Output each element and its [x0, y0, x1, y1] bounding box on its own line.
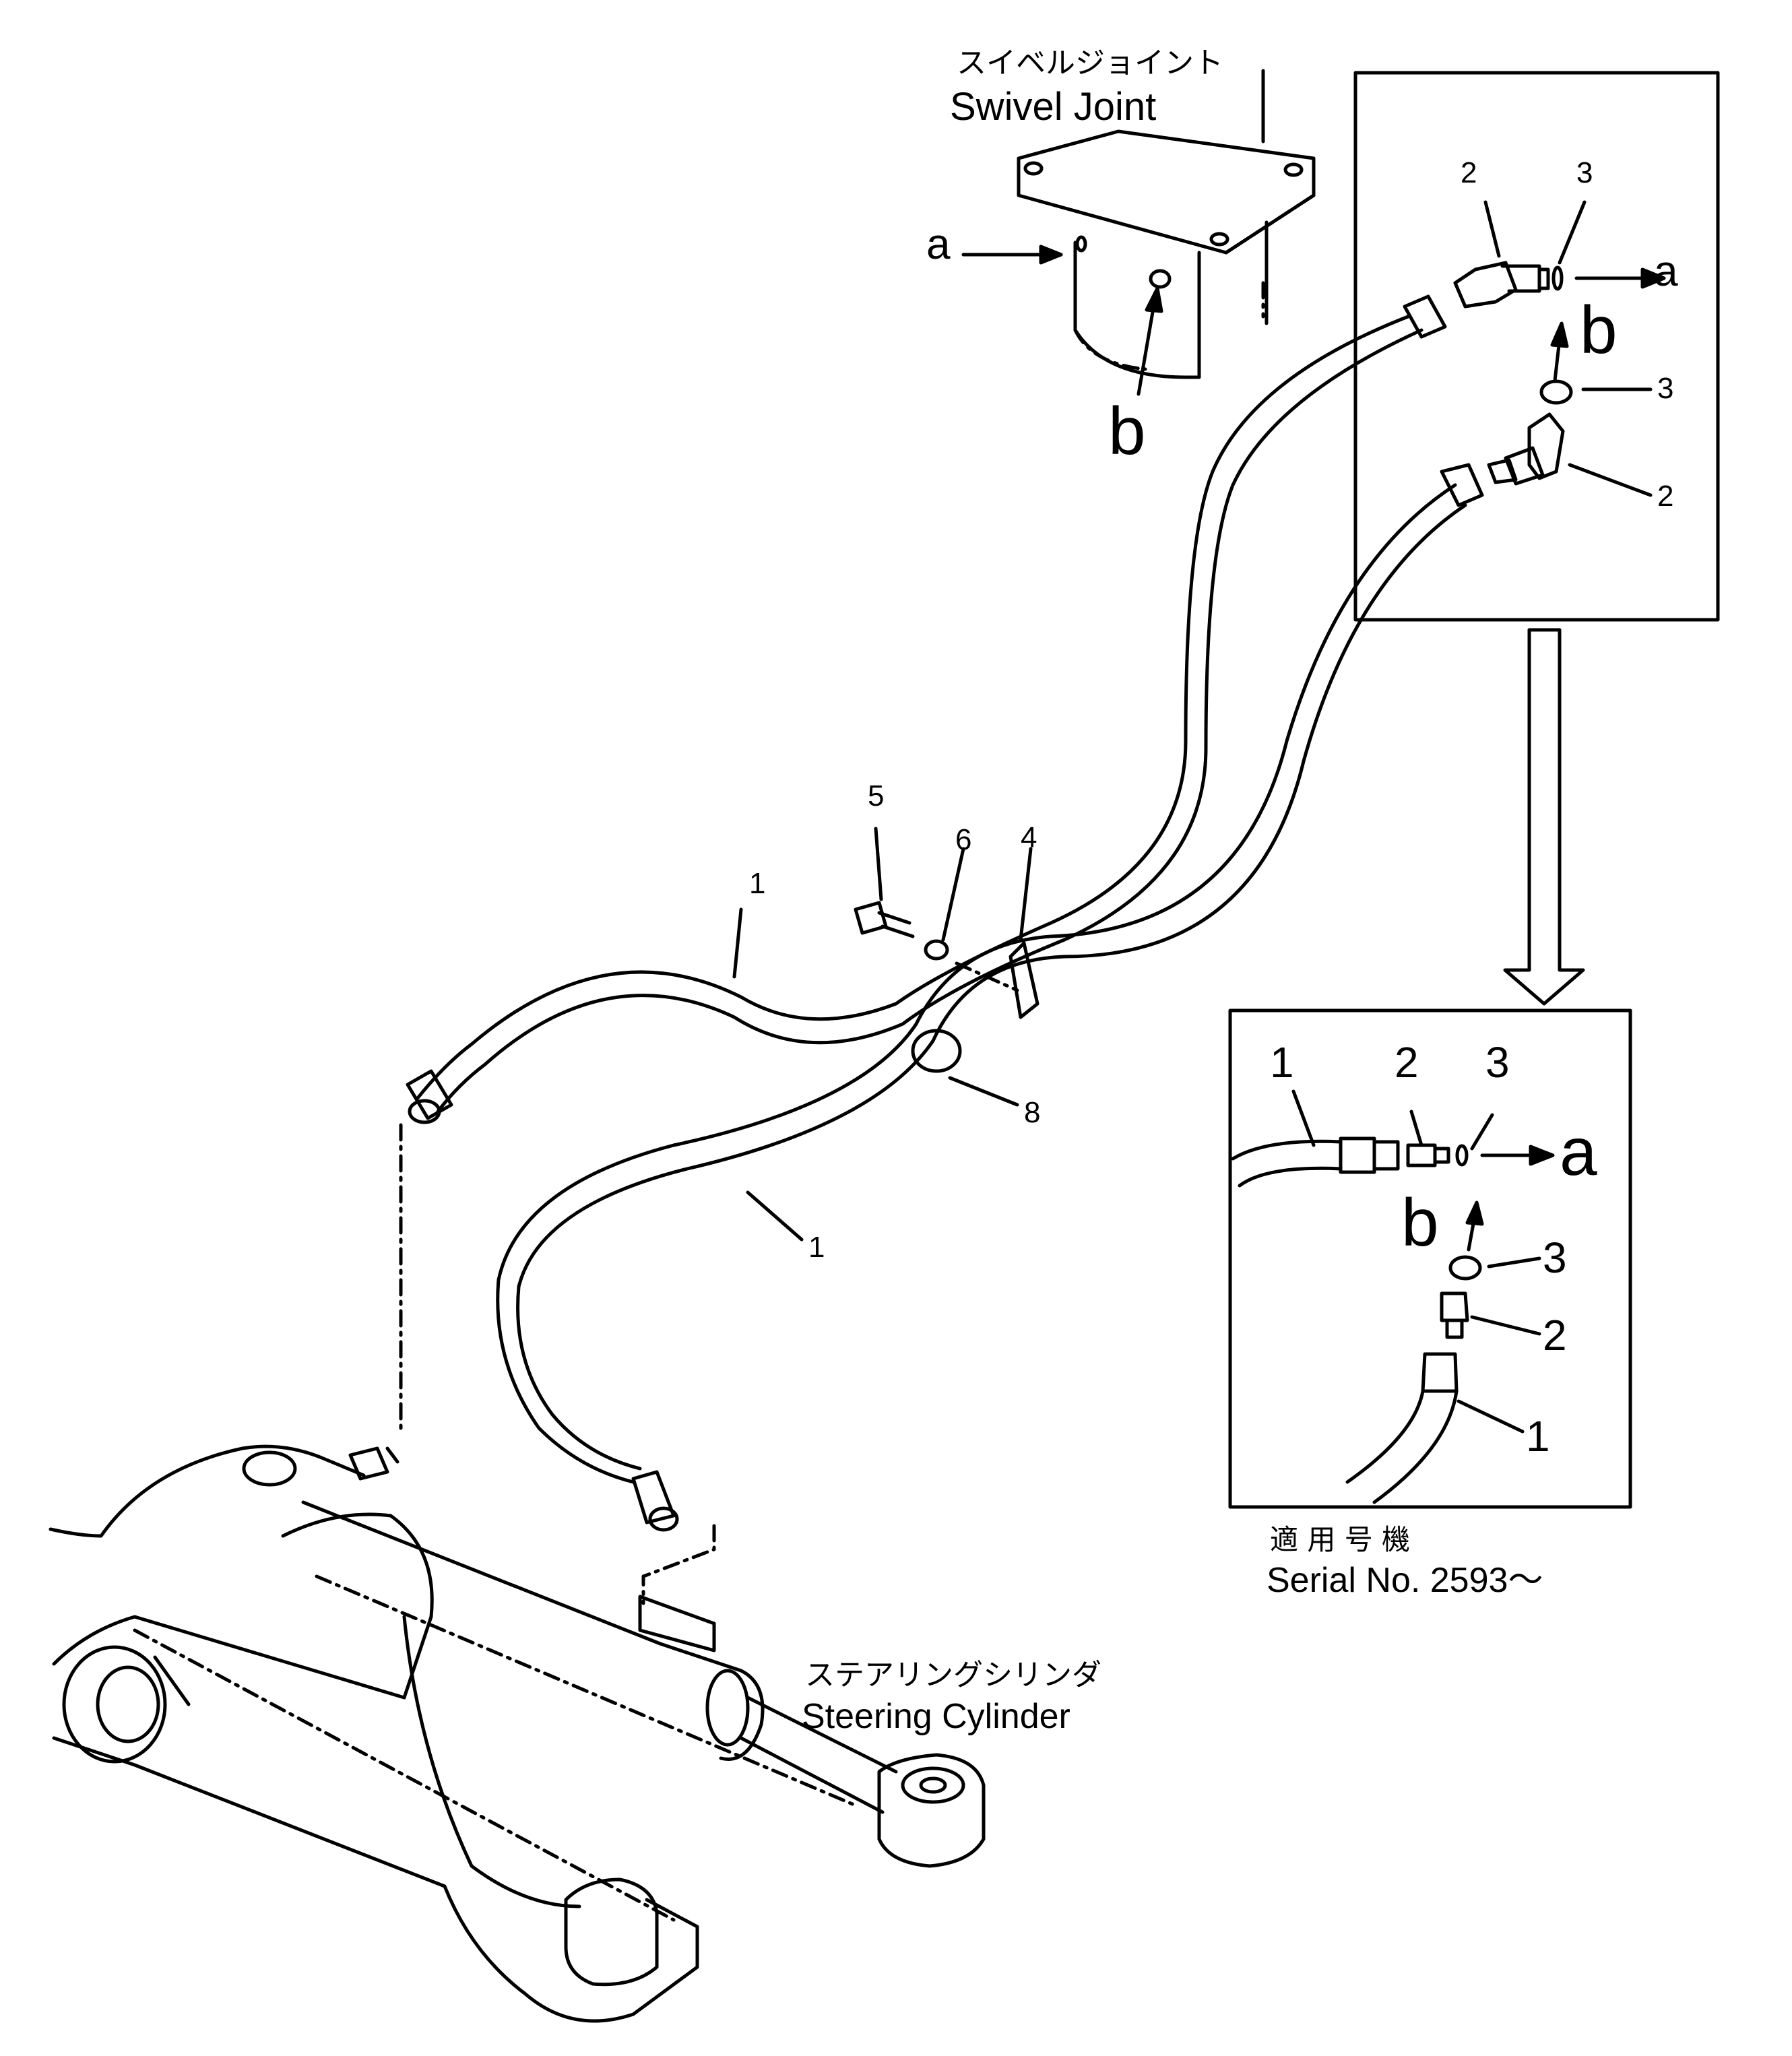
- box2-callout-elbow-lower: 2: [1543, 1311, 1567, 1359]
- steering-cylinder-drawing: [49, 1444, 986, 2023]
- box2-callout-o-ring-lower: 3: [1543, 1233, 1567, 1282]
- callout-band: 8: [1024, 1096, 1041, 1129]
- callout-hose-upper: 1: [749, 867, 766, 900]
- callout-washer: 6: [955, 823, 972, 856]
- callout-o-ring-upper: 3: [1576, 156, 1593, 189]
- box1-port-a-label: a: [1654, 247, 1678, 295]
- serial-label-jp: 適 用 号 機: [1270, 1523, 1411, 1556]
- swivel-joint-drawing: [961, 69, 1316, 396]
- arrow-to-detail: [1503, 628, 1585, 1006]
- steering-cylinder-label: Steering Cylinder: [802, 1697, 1070, 1736]
- detail-box-lower: [1228, 1008, 1632, 1509]
- box2-callout-hose: 1: [1270, 1038, 1294, 1087]
- callout-o-ring-lower: 3: [1657, 372, 1674, 405]
- swivel-joint-label: Swivel Joint: [950, 85, 1157, 129]
- hose-assembly: [399, 294, 1484, 1605]
- box2-callout-hose-lower: 1: [1526, 1412, 1550, 1460]
- box2-callout-elbow: 2: [1395, 1038, 1419, 1087]
- swivel-joint-label-jp: スイベルジョイント: [957, 46, 1223, 80]
- callout-elbow-lower: 2: [1657, 480, 1674, 513]
- box2-callout-o-ring: 3: [1485, 1038, 1510, 1087]
- callout-hose-lower: 1: [808, 1231, 825, 1264]
- box2-port-a-label: a: [1560, 1114, 1597, 1190]
- port-b-label: b: [1108, 393, 1146, 469]
- detail-box-upper: [1353, 71, 1720, 622]
- callout-clamp: 4: [1021, 821, 1037, 854]
- serial-number-label: Serial No. 2593～: [1267, 1561, 1543, 1600]
- steering-cylinder-label-jp: ステアリングシリンダ: [805, 1658, 1101, 1692]
- box2-port-b-label: b: [1401, 1185, 1439, 1260]
- callout-bolt: 5: [868, 779, 885, 812]
- callout-elbow-upper: 2: [1461, 156, 1477, 189]
- box1-port-b-label: b: [1580, 292, 1618, 368]
- port-a-label: a: [926, 220, 951, 268]
